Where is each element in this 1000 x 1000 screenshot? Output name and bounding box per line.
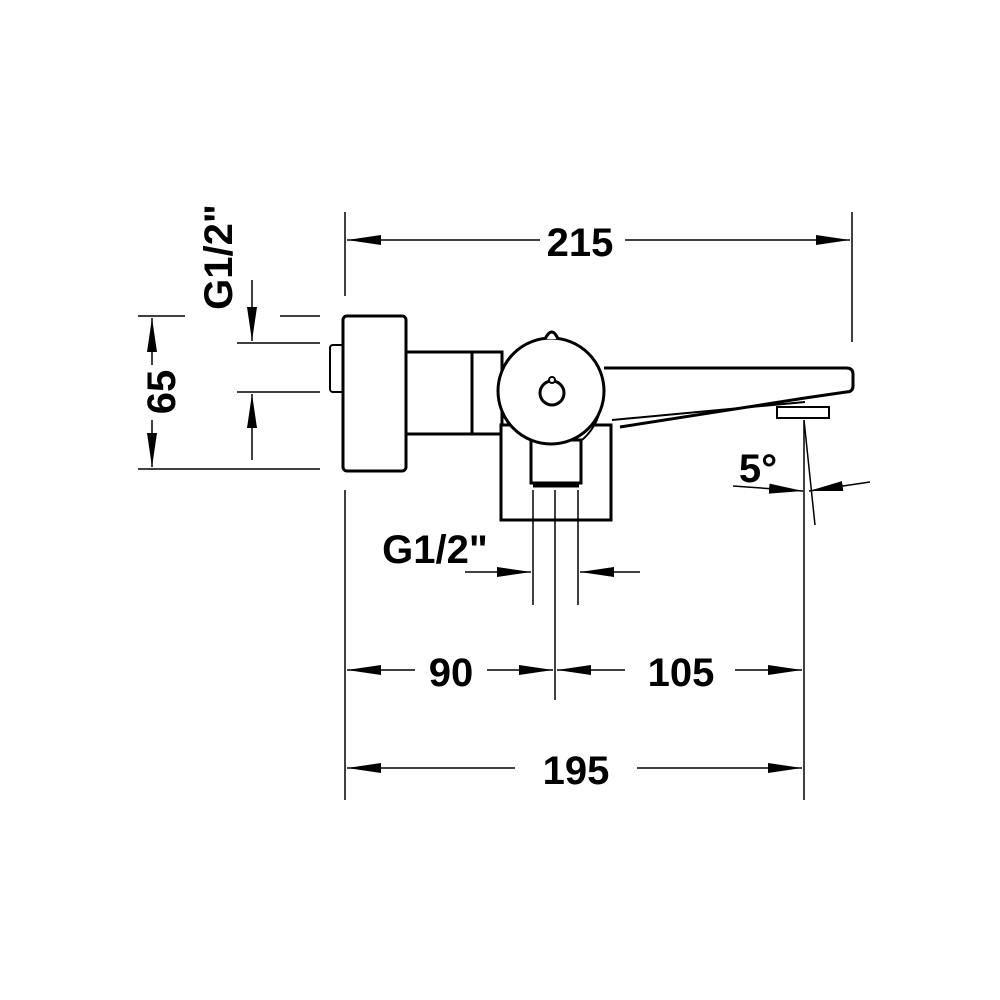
dim-thread-bottom: G1/2"	[382, 528, 488, 572]
dim-215: 215	[547, 221, 614, 265]
dim-angle: 5°	[739, 447, 777, 491]
dim-90: 90	[429, 651, 474, 695]
dim-thread-side: G1/2"	[197, 204, 241, 310]
faucet-body	[329, 314, 855, 522]
dim-105: 105	[648, 651, 715, 695]
knob	[496, 336, 606, 446]
dim-195: 195	[543, 749, 610, 793]
dim-65: 65	[140, 370, 184, 415]
dimension-lines	[138, 212, 871, 800]
